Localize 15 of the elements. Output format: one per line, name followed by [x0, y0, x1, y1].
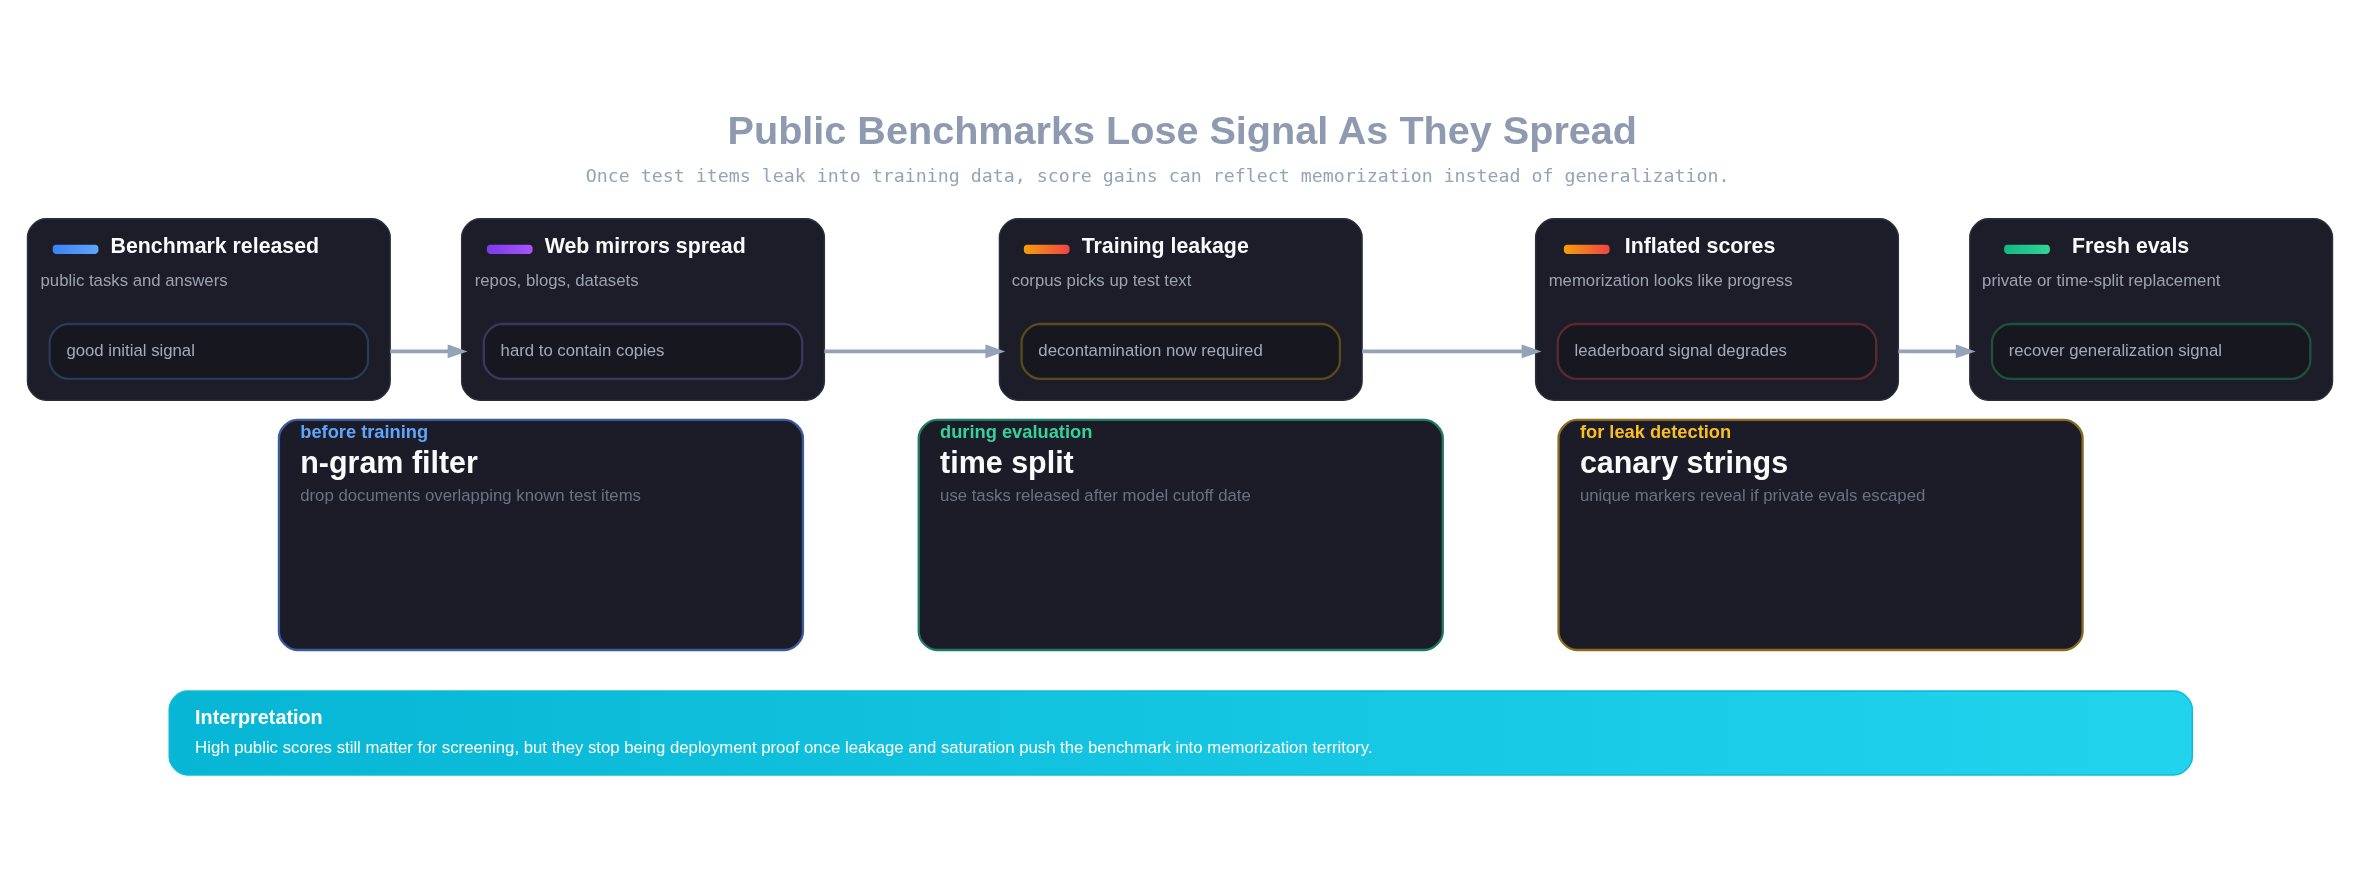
node-box: for leak detection canary strings unique markers reveal if private evals escaped	[1557, 418, 2084, 652]
node-box: during evaluation time split use tasks released after model cutoff date	[917, 418, 1444, 652]
arrow	[390, 344, 468, 359]
arrow	[1362, 344, 1542, 359]
arrow	[824, 344, 1006, 359]
caption: Once test items leak into training data, score gains can reflect memorization instead of generalization.	[585, 164, 1730, 186]
arrow	[1898, 344, 1976, 359]
node-box: before training n-gram filter drop documents overlapping known test items	[277, 418, 805, 652]
node-box: recover generalization signal	[1990, 322, 2312, 380]
node-box: decontamination now required	[1020, 322, 1342, 380]
node-box: good initial signal	[48, 322, 370, 380]
node-box: leaderboard signal degrades	[1556, 322, 1878, 380]
node-box: hard to contain copies	[482, 322, 804, 380]
diagram-title: Public Benchmarks Lose Signal As They Spread	[727, 107, 1638, 152]
node-box: Interpretation High public scores still matter for screening, but they stop being deployment proof once leakage and saturation push the benchmark into memorization territory.	[168, 690, 2194, 776]
